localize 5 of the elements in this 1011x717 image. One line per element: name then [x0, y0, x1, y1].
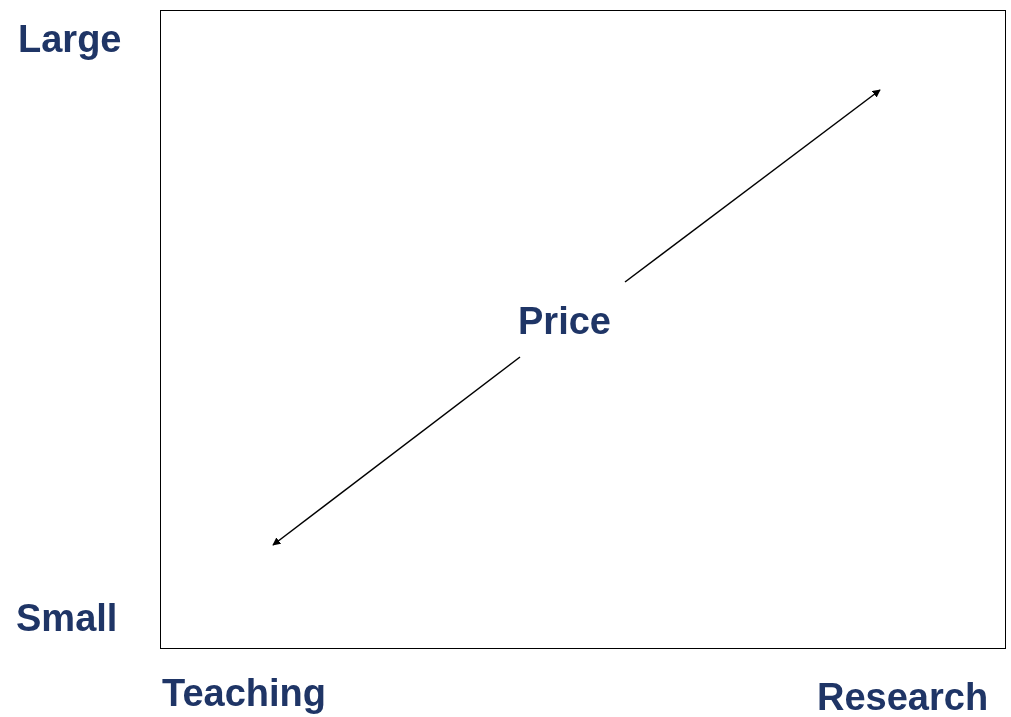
axis-label: Small — [16, 599, 118, 637]
axis-label: Teaching — [162, 674, 326, 712]
arrow-label: Price — [518, 302, 611, 340]
axis-label: Large — [18, 20, 122, 58]
axis-label: Research — [817, 678, 989, 716]
